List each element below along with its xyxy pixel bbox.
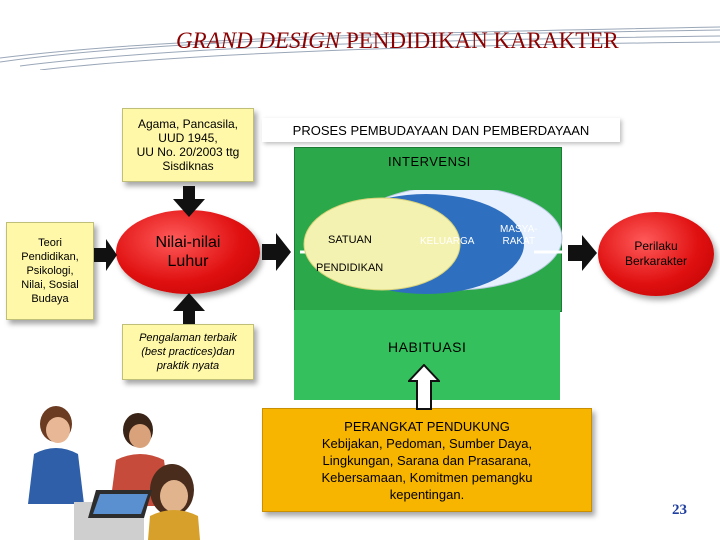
- support-line: kepentingan.: [389, 486, 465, 502]
- satuan-label: SATUAN: [328, 234, 372, 246]
- up-arrow-icon: [408, 364, 440, 410]
- best-practice-line: Pengalaman terbaik: [139, 332, 237, 344]
- masyarakat-line: RAKAT: [502, 236, 536, 247]
- up-arrow-icon: [173, 293, 205, 324]
- outcome-line: Perilaku: [634, 239, 678, 253]
- keluarga-label: KELUARGA: [420, 236, 475, 247]
- theory-line: Pendidikan,: [21, 251, 79, 263]
- support-line: Kebijakan, Pedoman, Sumber Daya,: [321, 435, 533, 451]
- theory-line: Budaya: [31, 293, 69, 305]
- theory-source-box: Teori Pendidikan, Psikologi, Nilai, Sosi…: [6, 222, 94, 320]
- outcome-oval: Perilaku Berkarakter: [598, 212, 714, 296]
- best-practice-line: praktik nyata: [156, 360, 220, 372]
- process-title: PROSES PEMBUDAYAAN DAN PEMBERDAYAAN: [262, 118, 620, 142]
- decorative-swoosh-lines: [0, 26, 720, 70]
- right-arrow-icon: [568, 235, 597, 271]
- satuan-pendidikan-ring: [303, 197, 461, 291]
- masyarakat-label: MASYA- RAKAT: [500, 224, 538, 248]
- theory-line: Teori: [38, 237, 62, 249]
- support-line: Lingkungan, Sarana dan Prasarana,: [322, 452, 532, 468]
- right-arrow-icon: [262, 233, 291, 271]
- best-practice-box: Pengalaman terbaik (best practices)dan p…: [122, 324, 254, 380]
- foundation-line: Agama, Pancasila,: [137, 117, 239, 131]
- intervention-label: INTERVENSI: [388, 154, 471, 169]
- outcome-line: Berkarakter: [624, 254, 688, 268]
- support-box: PERANGKAT PENDUKUNG Kebijakan, Pedoman, …: [262, 408, 592, 512]
- foundation-line: Sisdiknas: [162, 159, 214, 173]
- page-number: 23: [672, 502, 687, 518]
- core-value-line: Nilai-nilai: [155, 234, 221, 251]
- theory-line: Nilai, Sosial: [21, 279, 79, 291]
- masyarakat-line: MASYA-: [500, 224, 538, 235]
- page-title: GRAND DESIGN PENDIDIKAN KARAKTER: [176, 28, 619, 53]
- core-value-oval: Nilai-nilai Luhur: [116, 210, 260, 294]
- theory-line: Psikologi,: [26, 265, 74, 277]
- students-illustration: [4, 394, 200, 540]
- habituation-label: HABITUASI: [388, 339, 467, 355]
- support-heading: PERANGKAT PENDUKUNG: [344, 418, 510, 434]
- environment-rings: [300, 190, 584, 294]
- students-photo: [4, 394, 200, 540]
- foundation-source-box: Agama, Pancasila, UUD 1945, UU No. 20/20…: [122, 108, 254, 182]
- right-arrow-icon: [94, 239, 117, 271]
- foundation-line: UUD 1945,: [158, 131, 218, 145]
- down-arrow-icon: [173, 186, 205, 217]
- core-value-line: Luhur: [167, 253, 209, 270]
- support-line: Kebersamaan, Komitmen pemangku: [321, 469, 533, 485]
- pendidikan-label: PENDIDIKAN: [316, 262, 384, 274]
- foundation-line: UU No. 20/2003 ttg: [136, 145, 240, 159]
- best-practice-line: (best practices)dan: [141, 346, 235, 358]
